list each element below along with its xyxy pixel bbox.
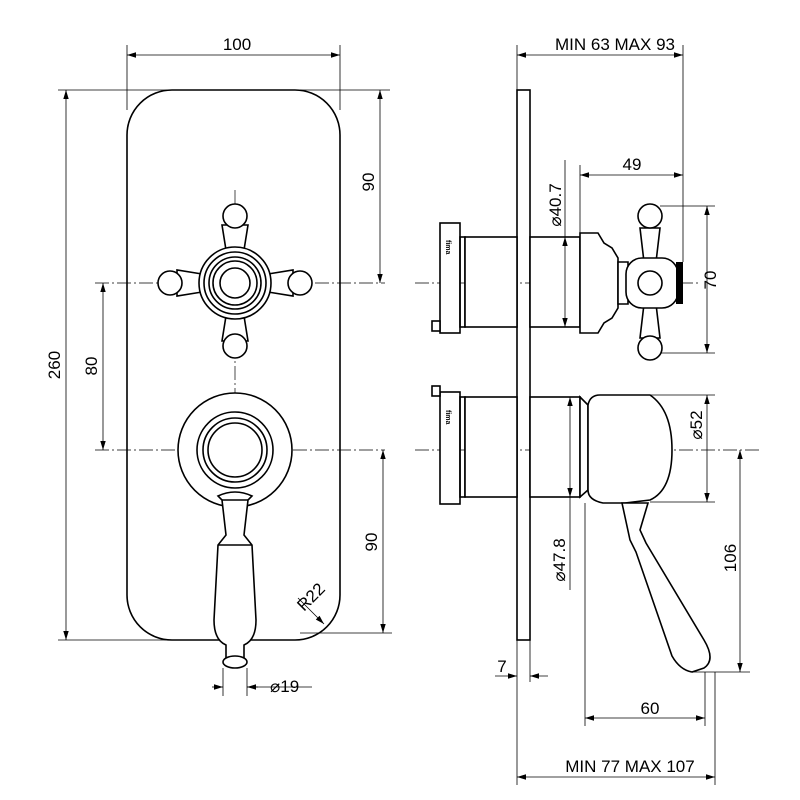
side-knob-bottom (637, 335, 663, 361)
dimension-plate-thickness: 7 (495, 640, 548, 682)
dim-height-label: 260 (45, 351, 64, 379)
dimension-70: 70 (660, 205, 720, 354)
dim-lower-body-diameter-label: ⌀47.8 (550, 538, 569, 581)
dim-bottom-90-label: 90 (362, 533, 381, 552)
brand-mark-lower: fima (444, 410, 451, 425)
knob-bottom (222, 333, 248, 359)
dimension-106: 106 (690, 450, 750, 673)
knob-right (287, 270, 313, 296)
dim-49-label: 49 (623, 155, 642, 174)
lever-handle (177, 392, 293, 669)
dimension-top-90: 90 (300, 89, 390, 283)
dimension-upper-body-diameter: ⌀40.7 (546, 160, 568, 327)
lever-rosette-side (587, 394, 673, 504)
dimension-depth-top: MIN 63 MAX 93 (516, 35, 684, 262)
dimension-60: 60 (584, 503, 706, 726)
radius-label: R22 (293, 579, 328, 614)
dimension-radius: R22 (293, 579, 329, 625)
upper-valve-body: fima (431, 203, 683, 361)
dim-top-90-label: 90 (359, 173, 378, 192)
side-view: fima fima MIN 63 (415, 35, 760, 785)
dim-upper-body-diameter-label: ⌀40.7 (546, 183, 565, 226)
dim-60-label: 60 (641, 699, 660, 718)
dim-depth-top-label: MIN 63 MAX 93 (555, 35, 675, 54)
dimension-lever-tip: ⌀19 (212, 668, 312, 696)
dim-7-label: 7 (497, 657, 506, 676)
side-wall-plate (516, 89, 531, 641)
dimension-49: 49 (579, 155, 683, 233)
dim-width-label: 100 (223, 35, 251, 54)
dimension-width: 100 (126, 35, 341, 110)
dimension-depth-bottom: MIN 77 MAX 107 (516, 640, 716, 785)
dim-rosette-diameter-label: ⌀52 (687, 410, 706, 439)
dimension-lower-body-diameter: ⌀47.8 (550, 397, 573, 590)
knob-top (222, 203, 248, 229)
dimension-height: 260 (45, 89, 170, 641)
front-view: 100 260 90 80 90 R22 (45, 35, 392, 696)
lever-tip (222, 655, 248, 669)
side-knob-top (637, 203, 663, 229)
brand-mark-upper: fima (444, 240, 451, 255)
lower-valve-body: fima (431, 385, 711, 673)
dim-106-label: 106 (721, 544, 740, 572)
dim-80-label: 80 (82, 357, 101, 376)
dimension-80: 80 (82, 283, 106, 450)
lever-arm-side (621, 502, 711, 673)
lever-tip-diameter-label: ⌀19 (270, 677, 299, 696)
knob-left (157, 270, 183, 296)
dim-70-label: 70 (701, 271, 720, 290)
cross-handle (157, 203, 313, 359)
dimension-bottom-90: 90 (300, 450, 392, 634)
dimension-lever-rosette-diameter: ⌀52 (650, 394, 715, 503)
dim-depth-bottom-label: MIN 77 MAX 107 (565, 757, 694, 776)
